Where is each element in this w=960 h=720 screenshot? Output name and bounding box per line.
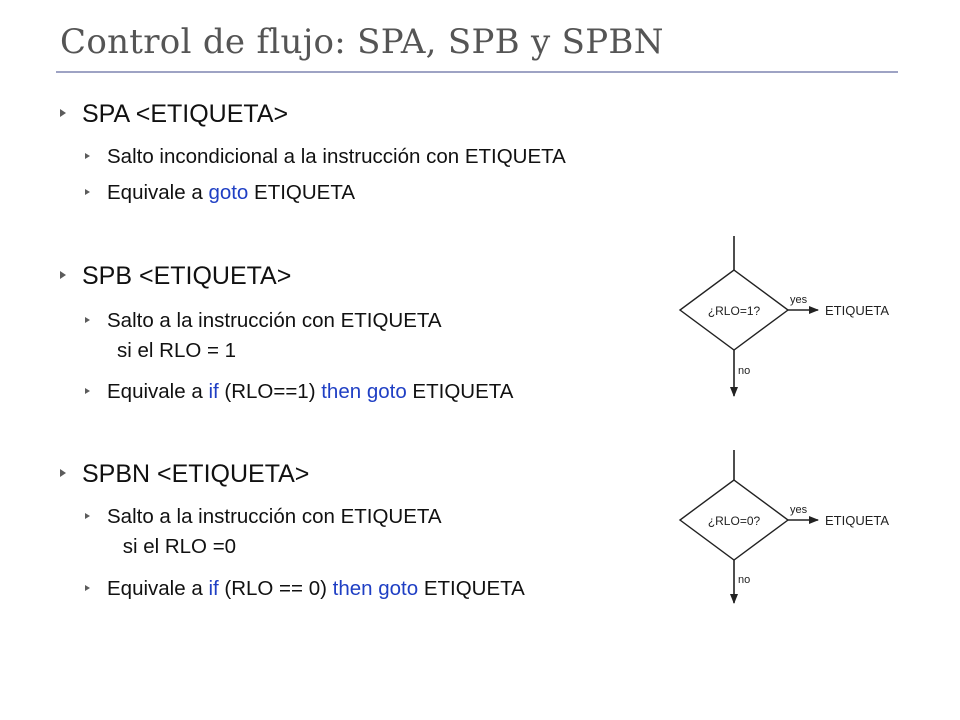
triangle-bullet-icon	[85, 316, 90, 323]
spa-goto-keyword: goto	[208, 181, 249, 204]
triangle-bullet-icon	[60, 271, 66, 280]
spbn-condition-text: si el RLO =0	[117, 535, 237, 558]
spbn-desc-continuation: si el RLO =0	[85, 535, 236, 559]
decision-condition: ¿RLO=1?	[708, 304, 761, 318]
spb-if-keyword: if	[208, 380, 219, 403]
spb-condition-text: si el RLO = 1	[117, 339, 237, 362]
bullet-spbn-desc: Salto a la instrucción con ETIQUETA	[85, 505, 442, 529]
title-underline	[56, 71, 898, 73]
triangle-bullet-icon	[85, 584, 90, 591]
spb-desc-continuation: si el RLO = 1	[85, 339, 236, 363]
spb-heading: SPB <ETIQUETA>	[82, 262, 292, 290]
spbn-equiv-prefix: Equivale a	[107, 577, 209, 600]
spbn-equiv-suffix: ETIQUETA	[418, 577, 525, 600]
spb-then-goto-keyword: then goto	[321, 380, 407, 403]
triangle-bullet-icon	[85, 152, 90, 159]
bullet-spb: SPB <ETIQUETA>	[60, 262, 291, 291]
yes-label: yes	[790, 504, 808, 516]
triangle-bullet-icon	[60, 469, 66, 478]
target-label: ETIQUETA	[825, 513, 889, 528]
spbn-equiv-condition: (RLO == 0)	[218, 577, 333, 600]
spa-equiv-prefix: Equivale a	[107, 181, 209, 204]
bullet-spb-desc: Salto a la instrucción con ETIQUETA	[85, 309, 442, 333]
triangle-bullet-icon	[85, 188, 90, 195]
spbn-heading: SPBN <ETIQUETA>	[82, 460, 310, 488]
spa-heading: SPA <ETIQUETA>	[82, 100, 289, 128]
no-label: no	[738, 365, 750, 377]
triangle-bullet-icon	[85, 512, 90, 519]
decision-condition: ¿RLO=0?	[708, 514, 761, 528]
triangle-bullet-icon	[85, 387, 90, 394]
spb-description: Salto a la instrucción con ETIQUETA	[107, 309, 442, 332]
spb-equiv-condition: (RLO==1)	[218, 380, 322, 403]
spb-equiv-prefix: Equivale a	[107, 380, 209, 403]
bullet-spbn-equiv: Equivale a if (RLO == 0) then goto ETIQU…	[85, 577, 525, 601]
target-label: ETIQUETA	[825, 303, 889, 318]
spb-equiv-suffix: ETIQUETA	[406, 380, 514, 403]
bullet-spa-desc: Salto incondicional a la instrucción con…	[85, 145, 566, 169]
spbn-description: Salto a la instrucción con ETIQUETA	[107, 505, 442, 528]
spbn-if-keyword: if	[208, 577, 219, 600]
bullet-spb-equiv: Equivale a if (RLO==1) then goto ETIQUET…	[85, 380, 513, 404]
spa-description: Salto incondicional a la instrucción con…	[107, 145, 566, 168]
no-label: no	[738, 574, 750, 586]
bullet-spbn: SPBN <ETIQUETA>	[60, 460, 309, 489]
bullet-spa-equiv: Equivale a goto ETIQUETA	[85, 181, 355, 205]
spa-equiv-suffix: ETIQUETA	[248, 181, 356, 204]
bullet-spa: SPA <ETIQUETA>	[60, 100, 288, 129]
flowchart-spb: ¿RLO=1? yes ETIQUETA no	[678, 236, 889, 397]
slide-title: Control de flujo: SPA, SPB y SPBN	[60, 22, 664, 62]
flowchart-spbn: ¿RLO=0? yes ETIQUETA no	[678, 450, 889, 604]
spbn-then-goto-keyword: then goto	[332, 577, 419, 600]
yes-label: yes	[790, 294, 808, 306]
triangle-bullet-icon	[60, 109, 66, 118]
